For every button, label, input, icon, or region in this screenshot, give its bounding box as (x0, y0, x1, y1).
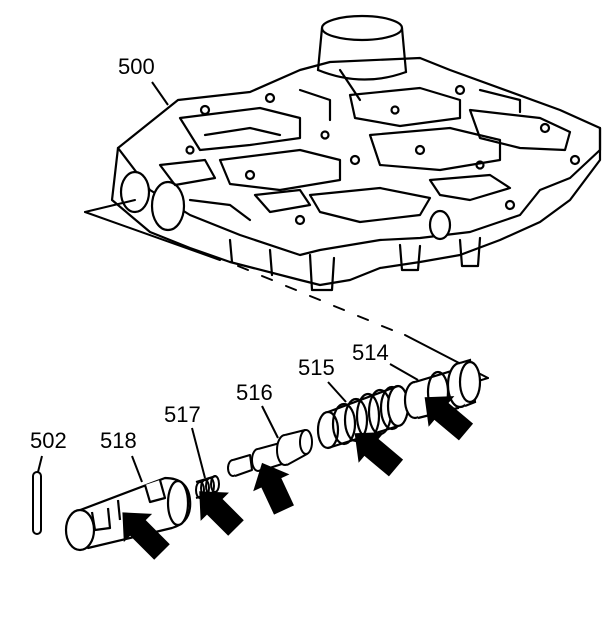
valve-body (110, 14, 602, 292)
callout-518: 518 (100, 428, 137, 453)
leader-line-516 (261, 405, 279, 439)
arrow-plug-end (424, 396, 474, 441)
leader-lines (37, 363, 419, 483)
arrow-sleeve (354, 432, 404, 477)
leader-line-517 (191, 427, 206, 479)
leader-line-502 (37, 455, 43, 473)
arrow-bore-plug (122, 512, 170, 560)
callout-515: 515 (298, 355, 335, 380)
direction-arrows (122, 396, 474, 560)
retainer-pin (32, 471, 42, 535)
leader-line-514 (389, 363, 419, 381)
arrow-valve (253, 462, 294, 515)
callout-517: 517 (164, 402, 201, 427)
valve (227, 429, 313, 477)
callout-514: 514 (352, 340, 389, 365)
callout-502: 502 (30, 428, 67, 453)
arrow-spring (199, 491, 244, 536)
leader-line-518 (131, 455, 143, 483)
leader-line-515 (327, 381, 347, 403)
callout-516: 516 (236, 380, 273, 405)
callout-500: 500 (118, 54, 155, 79)
leader-line-500 (151, 81, 169, 106)
